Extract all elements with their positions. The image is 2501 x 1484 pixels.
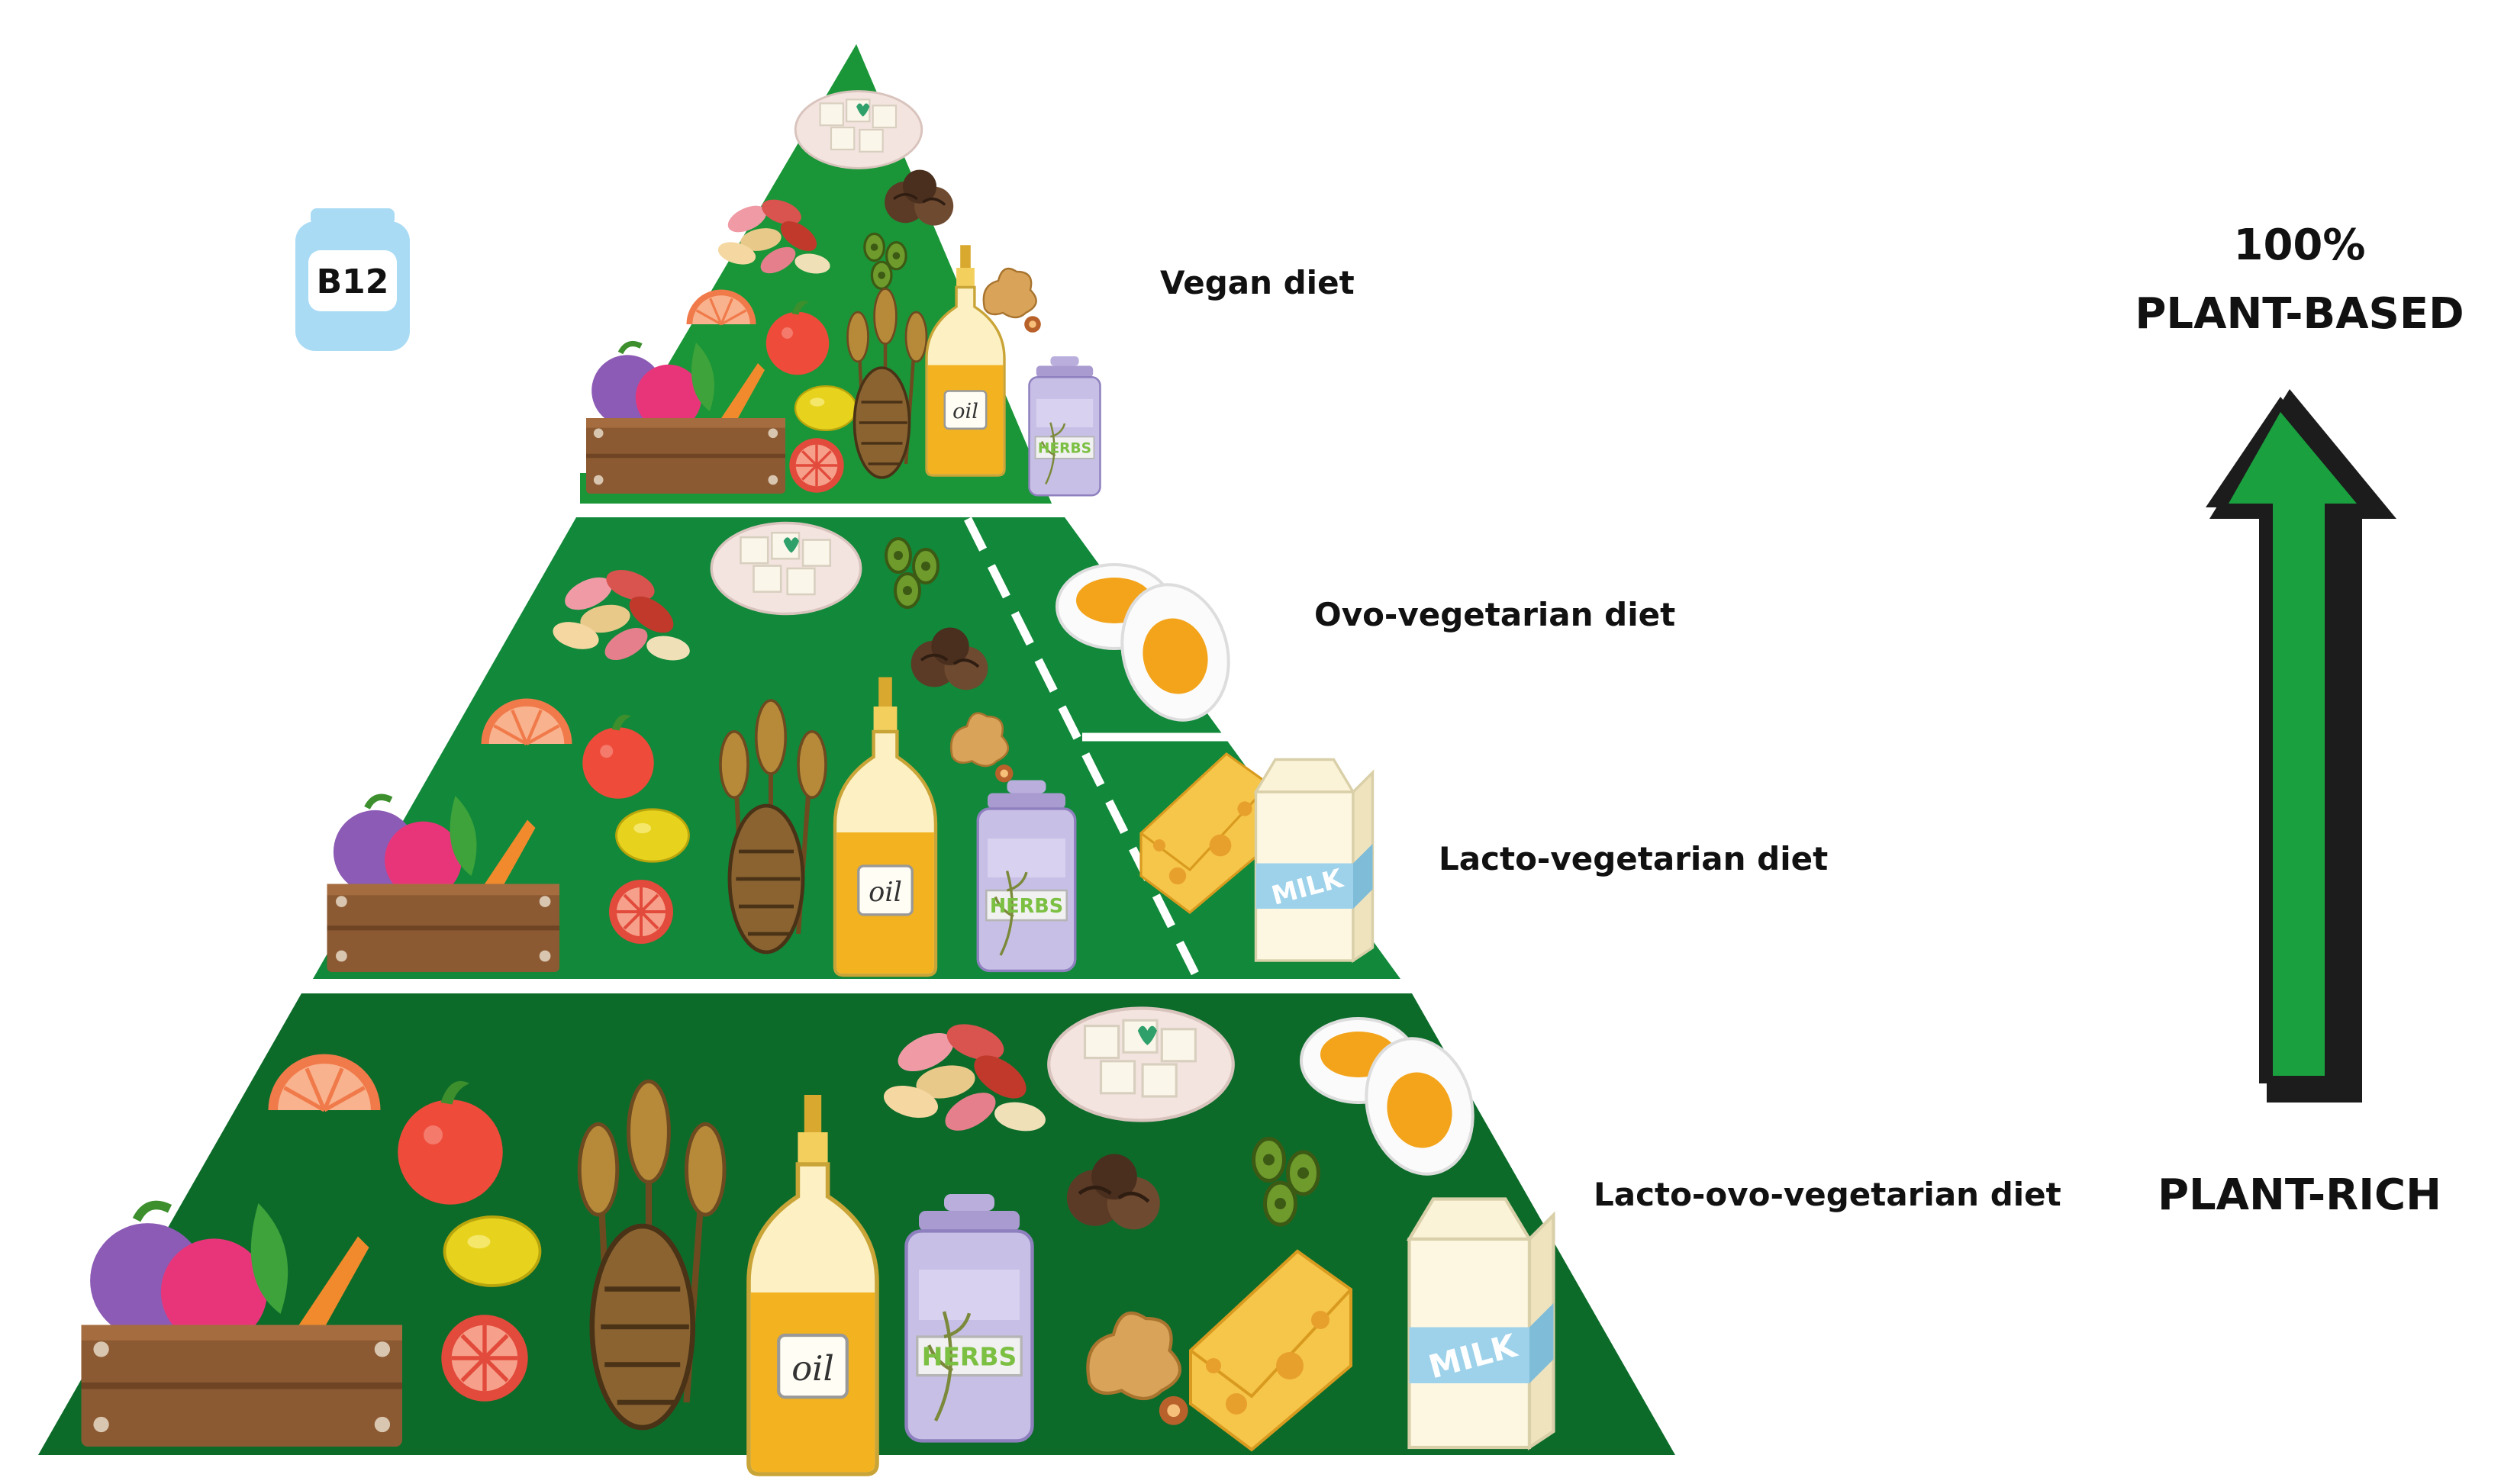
lacto-ovo-tier-foods: oil HERBS MILK [81, 1009, 1553, 1475]
label-lacto-vegetarian-diet: Lacto-vegetarian diet [1439, 840, 1828, 877]
lemon-icon [615, 808, 690, 863]
herbs-label: HERBS [922, 1341, 1017, 1371]
oil-label: oil [952, 400, 978, 423]
label-ovo-vegetarian-diet: Ovo-vegetarian diet [1314, 596, 1675, 633]
herbs-label: HERBS [1038, 440, 1091, 456]
scale-bottom-label: PLANT-RICH [2158, 1170, 2441, 1220]
herbs-jar-icon [1028, 355, 1101, 497]
plant-scale: 100% PLANT-BASED PLANT-RICH [2135, 221, 2464, 1220]
herbs-label: HERBS [990, 895, 1063, 918]
tofu-plate-icon [710, 521, 862, 616]
orange-half-icon [441, 1315, 527, 1401]
label-lacto-ovo-vegetarian-diet: Lacto-ovo-vegetarian diet [1594, 1176, 2061, 1213]
up-arrow-icon [2206, 389, 2396, 1103]
oil-label: oil [791, 1348, 834, 1389]
lemon-icon [443, 1215, 542, 1287]
vegan-tier-foods: oil HERBS [586, 90, 1101, 497]
tofu-plate-icon [794, 90, 923, 169]
milk-carton-icon [1254, 758, 1375, 962]
oil-label: oil [869, 877, 902, 908]
orange-half-icon [608, 878, 675, 945]
b12-label: B12 [317, 262, 389, 301]
lemon-icon [794, 385, 858, 431]
scale-top-percent: 100% [2233, 221, 2365, 270]
tofu-plate-icon [1049, 1009, 1233, 1121]
herbs-jar-icon [907, 1194, 1033, 1441]
label-vegan-diet: Vegan diet [1160, 264, 1355, 301]
orange-half-icon [788, 436, 846, 494]
scale-top-label: PLANT-BASED [2135, 289, 2464, 339]
separator-dashed [964, 517, 1201, 979]
milk-carton-icon [1410, 1199, 1554, 1448]
b12-supplement: B12 [295, 208, 410, 351]
herbs-jar-icon [976, 778, 1077, 973]
vegetarian-tier-foods: oil HERBS MILK [327, 521, 1375, 976]
